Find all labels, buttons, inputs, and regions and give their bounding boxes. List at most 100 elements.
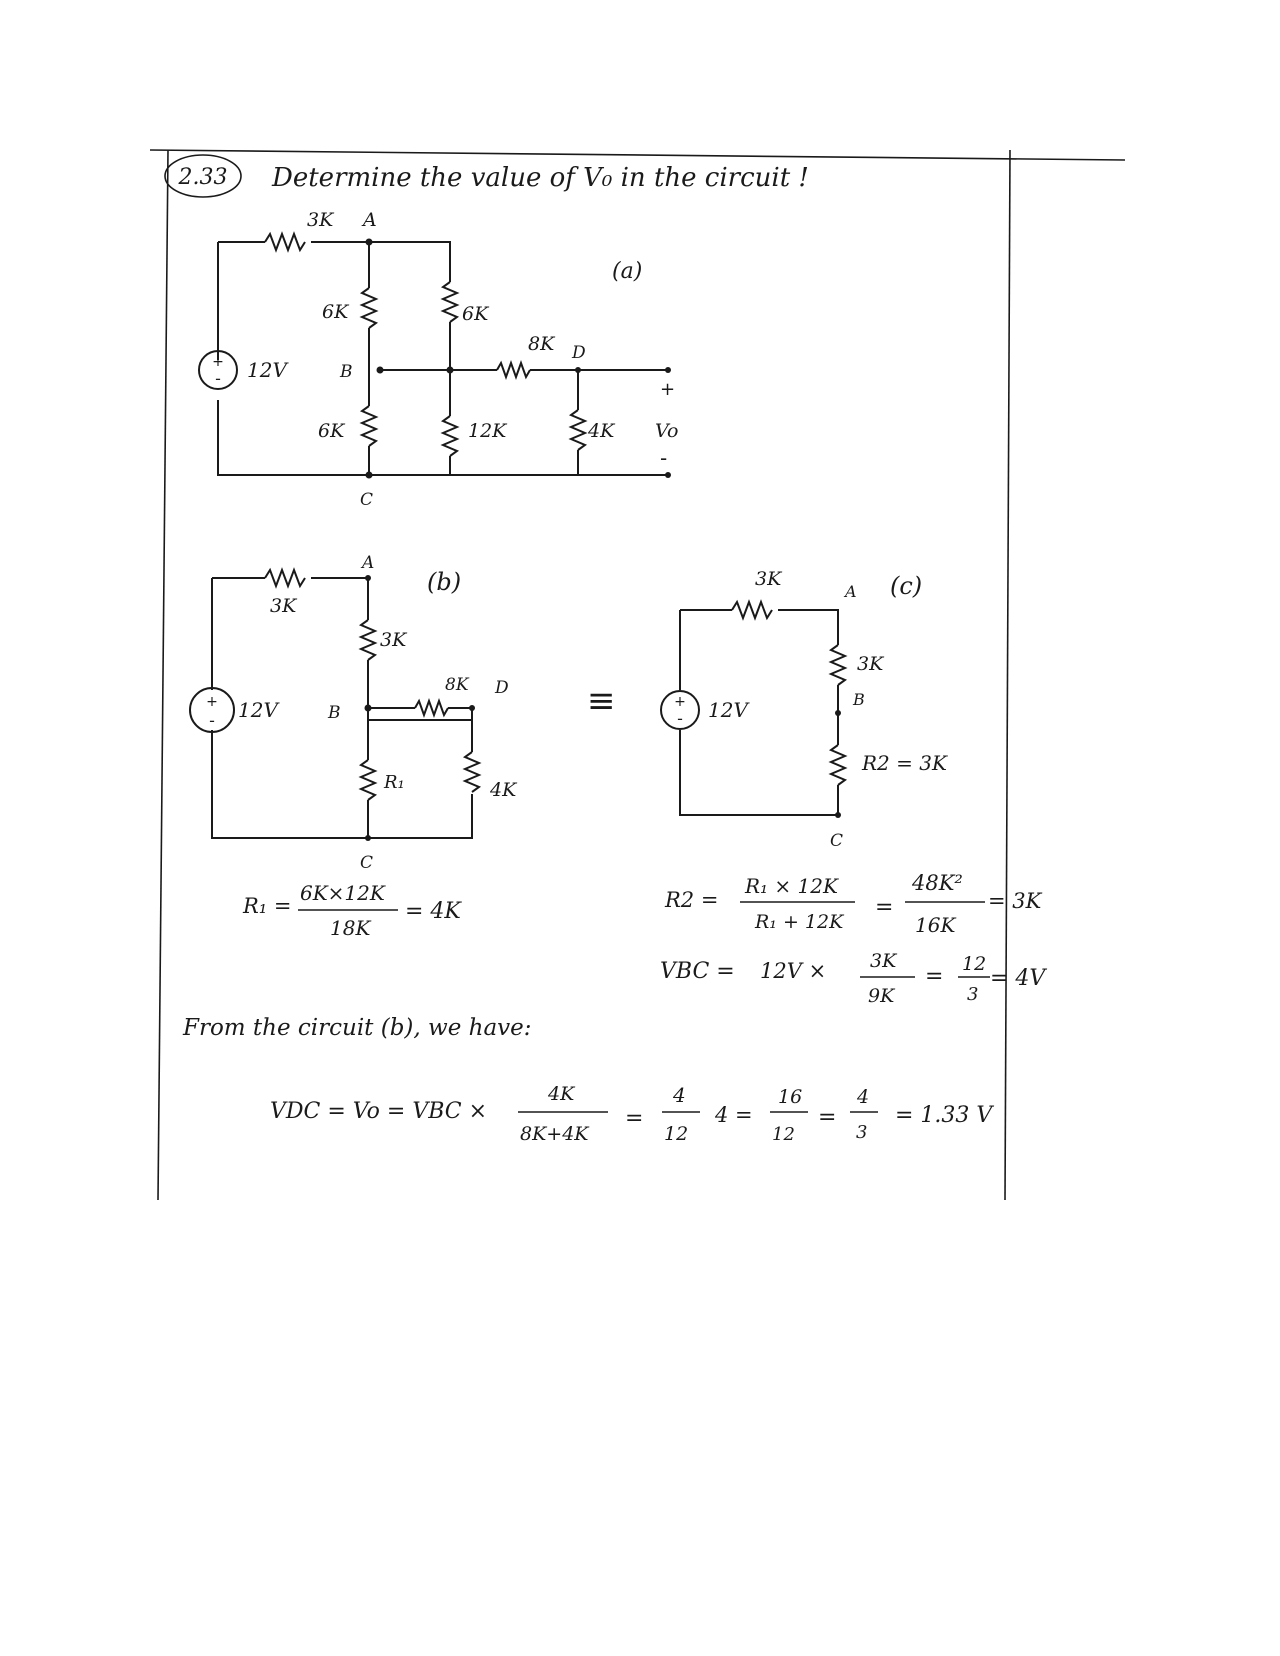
svg-text:-: - [677, 709, 683, 728]
vdc-numerator: 4K [547, 1083, 576, 1105]
node-c-label-c: C [830, 831, 843, 851]
r2-denominator: R₁ + 12K [754, 911, 845, 933]
source-label-b: 12V [238, 698, 280, 722]
circuit-c: + - 12V 3K A (c) 3K B R2 = 3K C [660, 568, 948, 851]
vbc-lhs: VBC = [660, 959, 735, 984]
source-label-a: 12V [247, 358, 289, 382]
svg-text:+: + [674, 694, 686, 710]
equation-vdc: VDC = Vo = VBC × 4K 8K+4K = 4 12 4 = 16 … [270, 1083, 994, 1145]
page-frame [149, 149, 1126, 1201]
label-4k-a: 4K [587, 420, 616, 442]
resistor-3k-c [731, 599, 773, 621]
problem-statement: Determine the value of V₀ in the circuit… [271, 163, 809, 193]
vbc-equals: = [925, 964, 943, 989]
node-a-label-b: A [360, 553, 374, 573]
svg-text:+: + [206, 694, 218, 710]
vo-label: Vo [655, 420, 678, 442]
terminal-minus [665, 472, 671, 478]
node-b-label: B [339, 362, 353, 382]
label-8k-b: 8K [445, 675, 470, 695]
resistor-4k-a [568, 409, 588, 451]
plus-label: + [660, 379, 675, 400]
resistor-3k-ab-c [828, 644, 848, 686]
r2-numerator: R₁ × 12K [744, 874, 839, 898]
vdc-result: = 1.33 V [895, 1103, 994, 1128]
vdc-equals-1: = [625, 1106, 643, 1131]
resistor-8k-a [496, 360, 531, 380]
resistor-6k-ab-left [359, 287, 379, 329]
vdc-denominator-3: 12 [772, 1124, 795, 1145]
resistor-8k-b [414, 698, 449, 718]
equation-r2: R2 = R₁ × 12K R₁ + 12K = 48K² 16K = 3K [664, 871, 1043, 937]
label-6k-ab-right: 6K [462, 303, 490, 325]
node-b-dot [376, 366, 384, 374]
resistor-6k-bc [359, 405, 379, 447]
node-a-label: A [361, 209, 377, 231]
label-3k-b: 3K [270, 595, 298, 617]
resistor-12k [440, 415, 460, 457]
circuit-a-tag: (a) [612, 259, 642, 284]
resistor-r1 [358, 759, 378, 801]
problem-number: 2.33 [178, 165, 228, 190]
circuit-b: + - 12V 3K A (b) 3K 8K D B R₁ 4K C [189, 553, 518, 873]
label-8k-a: 8K [528, 333, 556, 355]
r1-denominator: 18K [330, 916, 371, 940]
vdc-denominator: 8K+4K [520, 1123, 590, 1145]
r1-result: = 4K [405, 899, 462, 924]
svg-text:+: + [212, 354, 224, 370]
equivalence-symbol: ≡ [587, 681, 616, 721]
label-6k-ab-left: 6K [322, 301, 350, 323]
node-c-label: C [360, 490, 373, 510]
vdc-numerator-2: 4 [672, 1083, 686, 1107]
label-3k-ab-b: 3K [380, 629, 408, 651]
label-4k-b: 4K [489, 779, 518, 801]
equation-r1: R₁ = 6K×12K 18K = 4K [242, 881, 462, 940]
node-d-label: D [571, 343, 586, 363]
label-r2: R2 = 3K [861, 751, 948, 775]
svg-text:-: - [215, 369, 221, 388]
vdc-equals-2: = [818, 1105, 836, 1130]
vdc-numerator-3: 16 [778, 1086, 802, 1108]
problem-number-circle [164, 154, 242, 198]
from-circuit-text: From the circuit (b), we have: [182, 1015, 532, 1041]
vbc-denominator: 9K [868, 985, 896, 1007]
resistor-3k-a [264, 231, 306, 253]
label-12k: 12K [468, 420, 508, 442]
voltage-source-c [660, 690, 700, 730]
r2-lhs: R2 = [664, 888, 718, 912]
problem-header: 2.33 Determine the value of V₀ in the ci… [164, 154, 809, 198]
node-b-label-c: B [852, 690, 865, 709]
resistor-3k-ab-b [358, 619, 378, 661]
minus-label: - [660, 446, 667, 470]
label-3k-ab-c: 3K [857, 653, 885, 675]
circuit-b-tag: (b) [427, 568, 461, 596]
vdc-denominator-2: 12 [664, 1123, 688, 1145]
label-6k-bc: 6K [318, 420, 346, 442]
vbc-denominator-2: 3 [967, 984, 978, 1005]
r2-denominator-2: 16K [915, 913, 956, 937]
node-b-label-b: B [327, 703, 341, 723]
r2-numerator-2: 48K² [911, 871, 963, 895]
vbc-result: = 4V [990, 966, 1047, 991]
equation-vbc: VBC = 12V × 3K 9K = 12 3 = 4V [660, 950, 1047, 1007]
source-label-c: 12V [708, 698, 750, 722]
node-a-label-c: A [843, 582, 857, 601]
r1-lhs: R₁ = [242, 894, 292, 918]
r2-result: = 3K [988, 889, 1043, 913]
resistor-r2 [828, 744, 848, 786]
r2-equals: = [875, 895, 893, 920]
voltage-source-b [189, 687, 235, 733]
resistor-3k-b [264, 567, 306, 589]
vbc-numerator-2: 12 [962, 953, 986, 975]
label-3k-a: 3K [307, 209, 335, 231]
resistor-6k-ab-right [440, 281, 460, 323]
terminal-plus [665, 367, 671, 373]
vdc-numerator-4: 4 [856, 1086, 869, 1108]
label-r1: R₁ [383, 772, 405, 793]
r1-numerator: 6K×12K [300, 881, 386, 905]
vbc-numerator: 3K [870, 950, 898, 972]
circuit-c-tag: (c) [890, 572, 922, 600]
vdc-multiplier: 4 = [714, 1103, 753, 1127]
